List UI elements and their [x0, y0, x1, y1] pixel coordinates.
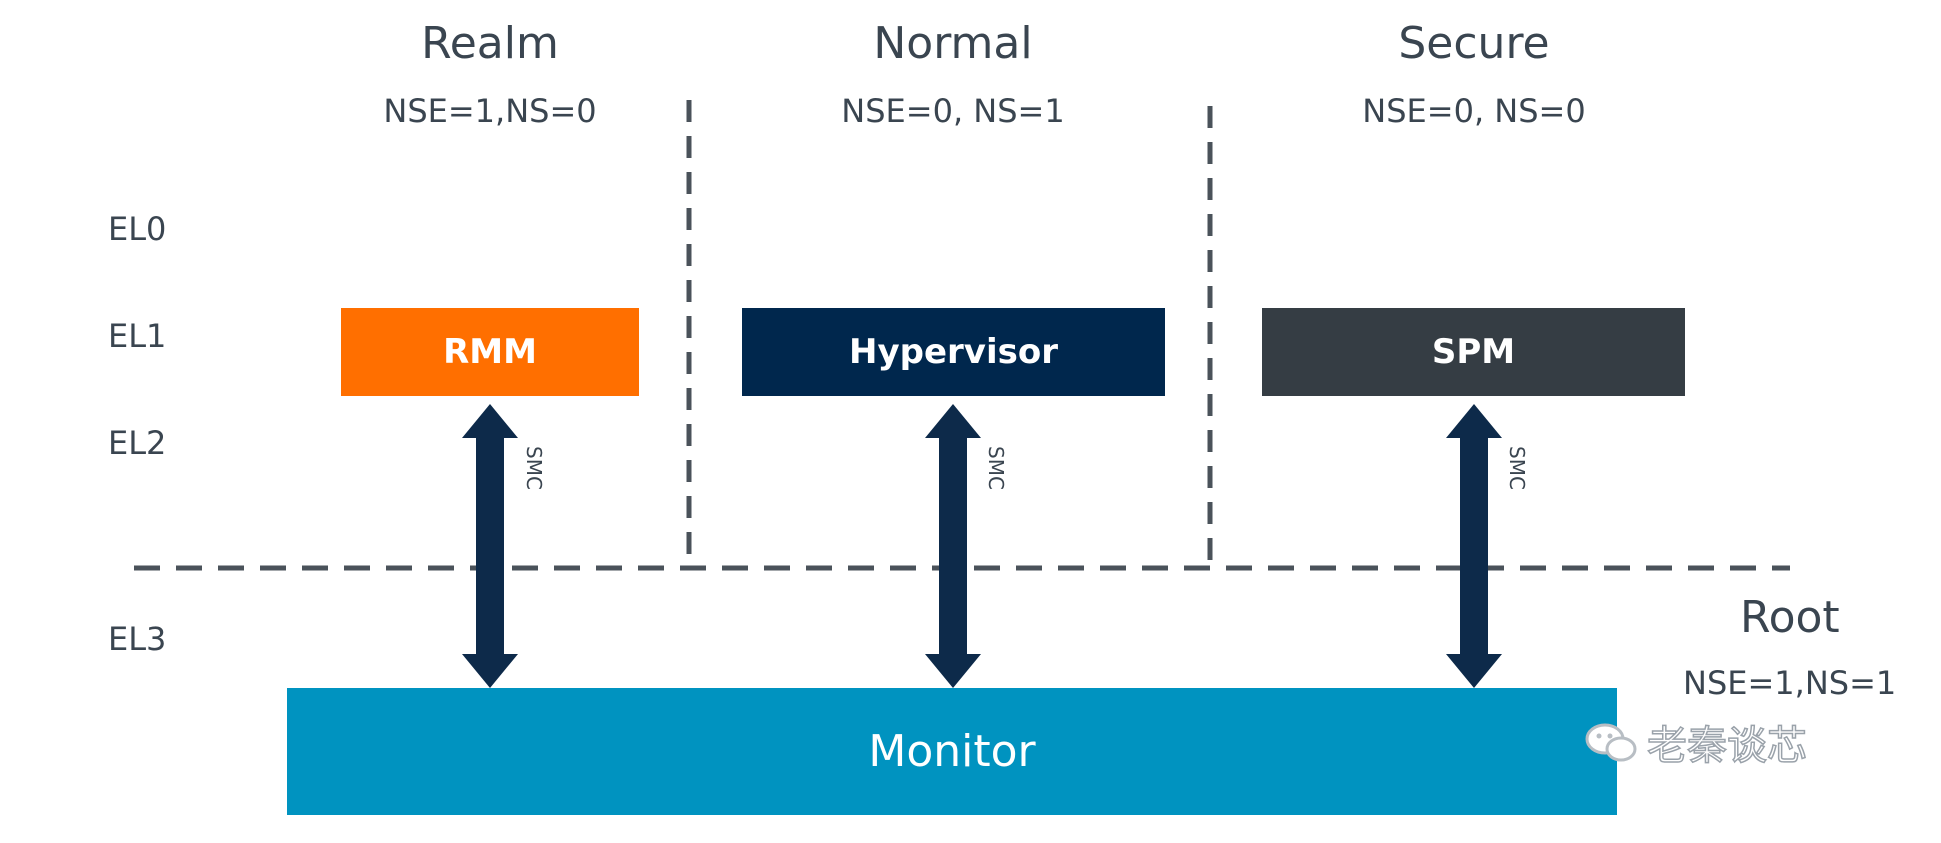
hypervisor-label: Hypervisor: [849, 332, 1058, 372]
smc-label-realm: SMC: [522, 446, 546, 490]
world-bits-realm: NSE=1,NS=0: [383, 92, 597, 130]
smc-label-normal: SMC: [984, 446, 1008, 490]
monitor-box: Monitor: [287, 688, 1617, 815]
spm-label: SPM: [1431, 332, 1516, 372]
smc-arrow-secure: [1446, 404, 1502, 688]
root-bits: NSE=1,NS=1: [1683, 664, 1897, 702]
watermark-text: 老秦谈芯: [1646, 722, 1808, 770]
root-title: Root: [1740, 592, 1840, 643]
el-label-el0: EL0: [108, 210, 167, 248]
monitor-label: Monitor: [868, 726, 1036, 777]
el-label-el3: EL3: [108, 620, 167, 658]
rmm-label: RMM: [443, 332, 537, 372]
smc-arrow-normal: [925, 404, 981, 688]
watermark: 老秦谈芯: [1583, 713, 1808, 771]
spm-box: SPM: [1262, 308, 1685, 396]
world-title-normal: Normal: [873, 18, 1033, 69]
world-title-realm: Realm: [421, 18, 559, 69]
world-bits-normal: NSE=0, NS=1: [841, 92, 1065, 130]
el-label-el2: EL2: [108, 424, 167, 462]
hypervisor-box: Hypervisor: [742, 308, 1165, 396]
world-title-secure: Secure: [1398, 18, 1550, 69]
smc-label-secure: SMC: [1505, 446, 1529, 490]
rmm-box: RMM: [341, 308, 639, 396]
wechat-icon: [1583, 721, 1639, 763]
smc-arrow-realm: [462, 404, 518, 688]
el-label-el1: EL1: [108, 317, 167, 355]
world-bits-secure: NSE=0, NS=0: [1362, 92, 1586, 130]
